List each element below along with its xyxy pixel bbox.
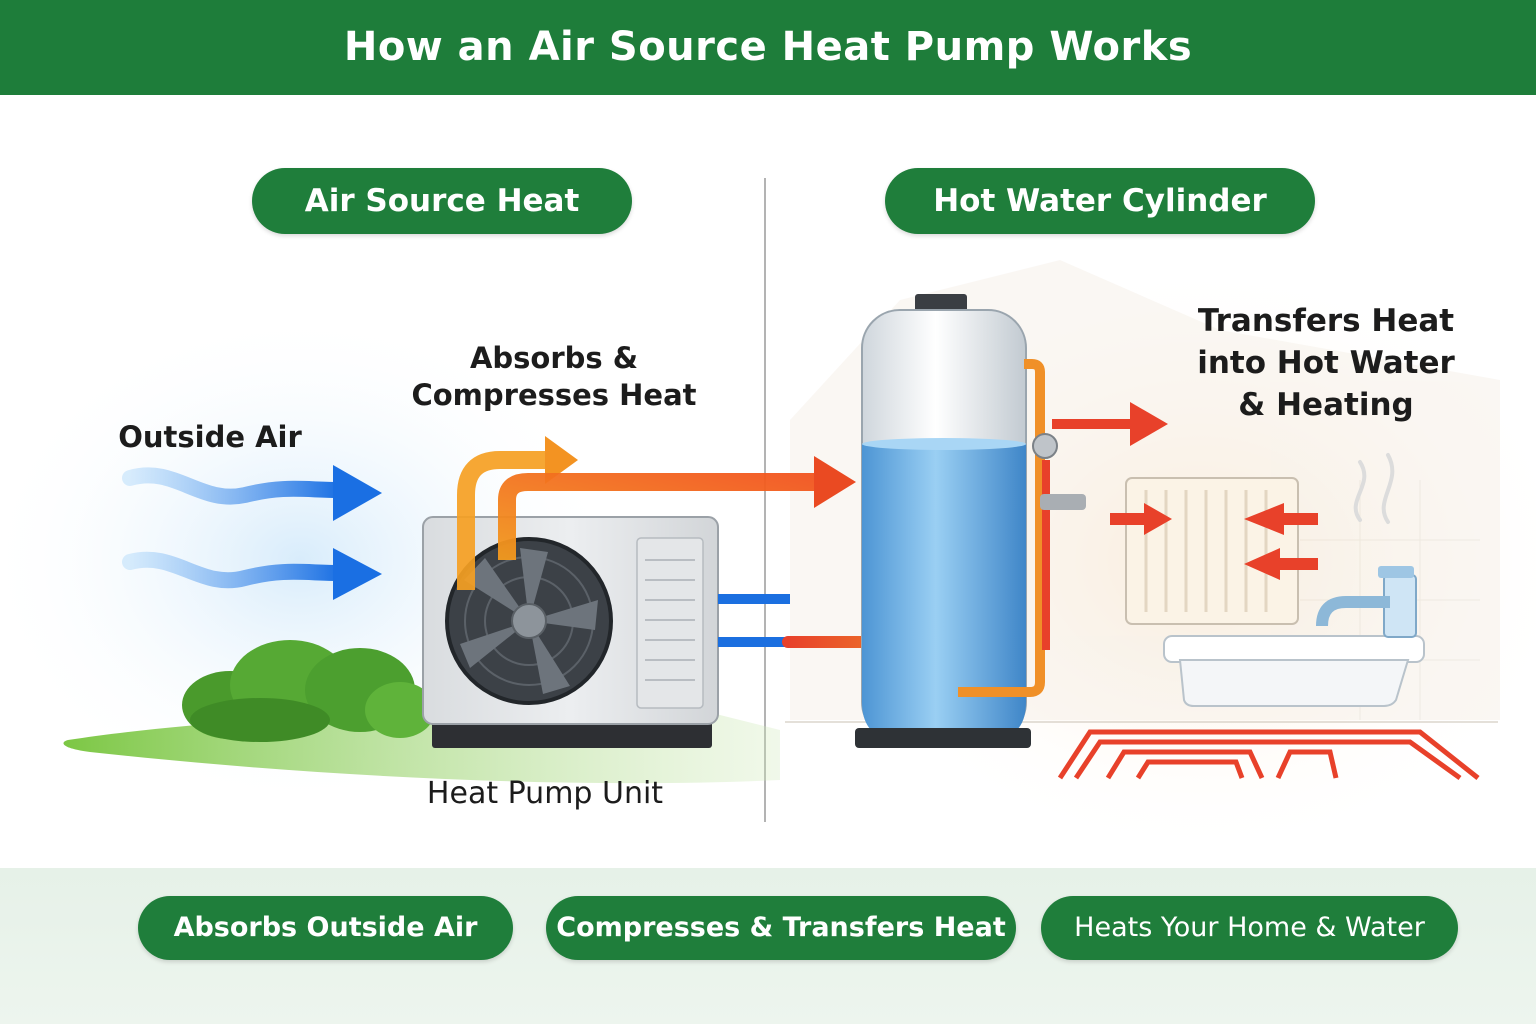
transfers-heat-label: Transfers Heat into Hot Water & Heating bbox=[1168, 300, 1484, 426]
outside-air-arrows bbox=[122, 465, 382, 600]
outside-air-label: Outside Air bbox=[118, 420, 302, 454]
section-hot-water-cylinder-label: Hot Water Cylinder bbox=[933, 183, 1267, 219]
absorbs-compresses-label: Absorbs & Compresses Heat bbox=[404, 340, 704, 414]
bush bbox=[182, 640, 435, 742]
transfers-label-line3: & Heating bbox=[1238, 387, 1414, 423]
hot-water-cylinder bbox=[855, 294, 1031, 748]
radiator-heat-arrows bbox=[1110, 503, 1318, 580]
page-title: How an Air Source Heat Pump Works bbox=[343, 24, 1193, 70]
radiator bbox=[1125, 477, 1299, 625]
section-air-source-heat-label: Air Source Heat bbox=[304, 183, 580, 219]
compressed-heat-arrows bbox=[457, 436, 856, 590]
step-1-label: Absorbs Outside Air bbox=[173, 912, 478, 943]
transfers-label-line1: Transfers Heat bbox=[1197, 303, 1455, 339]
step-absorbs-outside-air: Absorbs Outside Air bbox=[138, 896, 513, 960]
cylinder-pipework bbox=[958, 359, 1168, 697]
step-3-label: Heats Your Home & Water bbox=[1074, 912, 1425, 943]
underfloor-heating bbox=[1057, 729, 1480, 781]
heat-pump-unit-label: Heat Pump Unit bbox=[426, 776, 664, 811]
step-2-label: Compresses & Transfers Heat bbox=[556, 912, 1006, 943]
fan-blades bbox=[460, 548, 598, 694]
absorbs-label-line2: Compresses Heat bbox=[411, 378, 697, 412]
section-air-source-heat: Air Source Heat bbox=[252, 168, 632, 234]
section-hot-water-cylinder: Hot Water Cylinder bbox=[885, 168, 1315, 234]
absorbs-label-line1: Absorbs & bbox=[469, 341, 639, 375]
steam bbox=[1353, 453, 1395, 524]
step-heats-home-water: Heats Your Home & Water bbox=[1041, 896, 1458, 960]
title-banner: How an Air Source Heat Pump Works bbox=[0, 0, 1536, 95]
heat-pump-unit bbox=[422, 516, 719, 748]
transfers-label-line2: into Hot Water bbox=[1197, 345, 1455, 381]
step-compresses-transfers-heat: Compresses & Transfers Heat bbox=[546, 896, 1016, 960]
wash-basin bbox=[1163, 566, 1425, 707]
heat-pump-diagram bbox=[0, 178, 1536, 860]
